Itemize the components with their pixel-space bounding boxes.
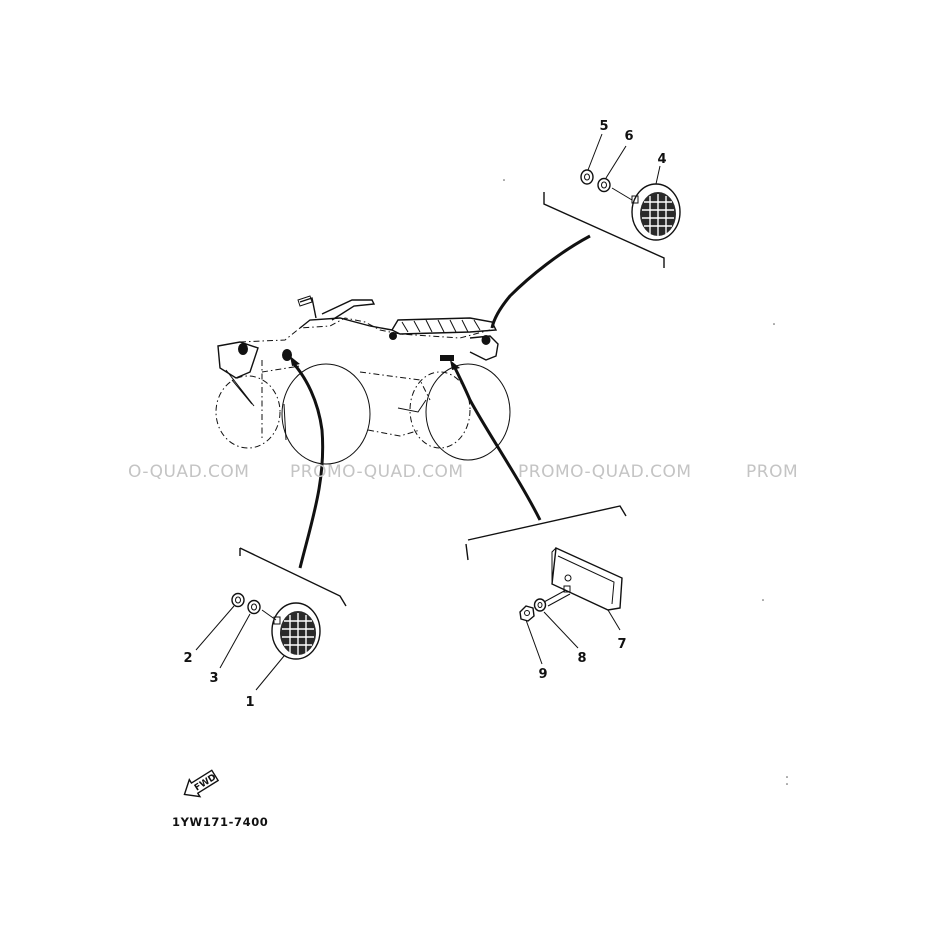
callout-leaders bbox=[195, 133, 661, 691]
washer-8 bbox=[533, 598, 547, 612]
callout-4: 4 bbox=[657, 152, 666, 167]
mount-point-side-front bbox=[282, 349, 292, 361]
nut-9 bbox=[519, 605, 535, 622]
front-reflector-assembly bbox=[231, 592, 321, 660]
watermark-3: PROMO-QUAD.COM bbox=[518, 462, 692, 482]
inset-frames bbox=[239, 192, 665, 607]
assembly-leader-lines bbox=[290, 234, 591, 569]
nut-5 bbox=[580, 169, 594, 185]
callout-6: 6 bbox=[624, 129, 633, 144]
rear-reflector-assembly bbox=[580, 169, 681, 241]
fwd-arrow-icon: FWD bbox=[183, 769, 220, 798]
callout-1: 1 bbox=[245, 695, 254, 710]
callout-2: 2 bbox=[183, 651, 192, 666]
watermark-2: PROMO-QUAD.COM bbox=[290, 462, 464, 482]
washer-6 bbox=[597, 177, 611, 193]
watermark-1: O-QUAD.COM bbox=[128, 462, 249, 482]
atv-outline bbox=[215, 295, 511, 465]
washer-3 bbox=[247, 599, 261, 615]
callout-3: 3 bbox=[209, 671, 218, 686]
reflector-7 bbox=[551, 546, 623, 611]
nut-2 bbox=[231, 592, 245, 608]
mount-point-lower-rear bbox=[440, 355, 454, 361]
drawing-number: 1YW171-7400 bbox=[172, 815, 268, 829]
reflector-1 bbox=[271, 602, 321, 660]
mount-point-front bbox=[238, 343, 248, 355]
watermark-4: PROM bbox=[746, 462, 798, 482]
callout-9: 9 bbox=[538, 667, 547, 682]
mount-point-rear bbox=[481, 335, 491, 345]
callout-7: 7 bbox=[617, 637, 626, 652]
callout-8: 8 bbox=[577, 651, 586, 666]
mount-point-mid bbox=[389, 332, 397, 340]
callout-5: 5 bbox=[599, 119, 608, 134]
side-reflector-assembly bbox=[519, 546, 623, 622]
